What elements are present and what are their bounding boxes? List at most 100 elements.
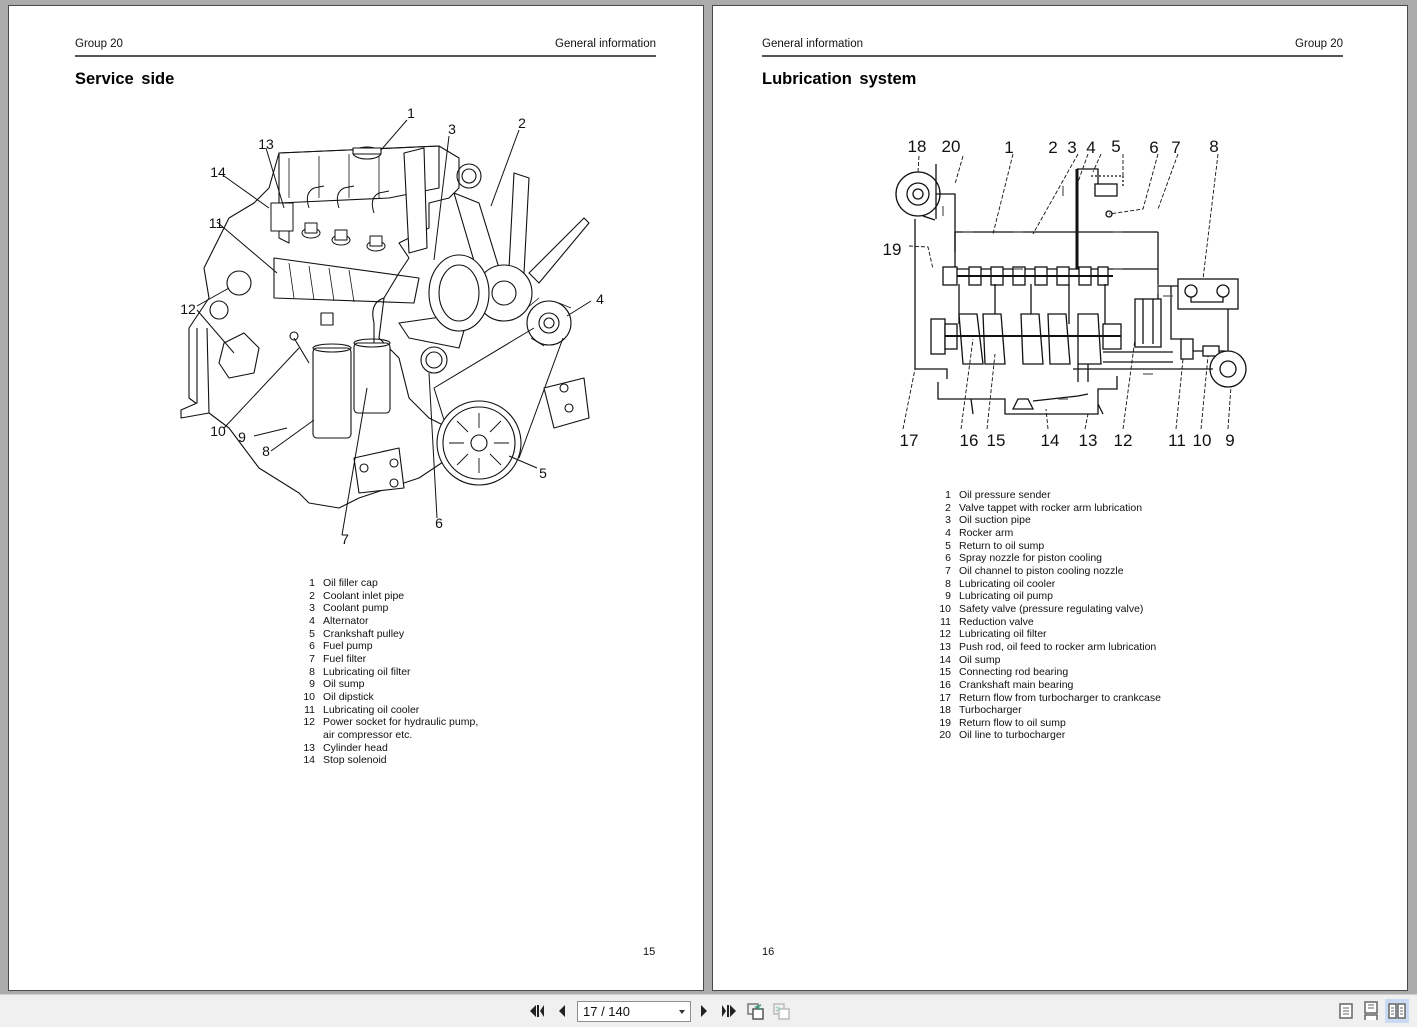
page-indicator: 17 / 140 [583, 1004, 630, 1019]
legend-text: Stop solenoid [323, 754, 387, 767]
legend-number: 13 [939, 640, 951, 653]
callout-6: 6 [1149, 138, 1158, 157]
legend-item: 16 Crankshaft main bearing [935, 679, 1161, 692]
next-view-button[interactable] [772, 1001, 792, 1021]
callout-20: 20 [942, 137, 961, 156]
callout-12: 12 [1114, 431, 1133, 450]
legend-number: 11 [940, 615, 951, 628]
legend-text: Crankshaft main bearing [959, 678, 1074, 691]
legend-item: 6 Spray nozzle for piston cooling [935, 552, 1161, 565]
next-page-button[interactable] [694, 1001, 714, 1021]
legend-text: Return flow to oil sump [959, 716, 1066, 729]
legend-text: Spray nozzle for piston cooling [959, 552, 1102, 565]
legend-number: 7 [309, 652, 315, 665]
callout-2: 2 [1048, 138, 1057, 157]
two-page-view-icon [1388, 1003, 1406, 1019]
legend-text: Rocker arm [959, 526, 1014, 539]
legend-number: 2 [945, 501, 951, 514]
legend-text: Lubricating oil filter [323, 665, 411, 678]
first-page-icon [530, 1005, 544, 1017]
legend-item: air compressor etc. [299, 729, 478, 742]
callout-4: 4 [596, 291, 604, 307]
legend-number: 5 [945, 539, 951, 552]
legend-number: 1 [309, 577, 315, 589]
legend-number: 17 [939, 691, 951, 704]
legend-item: 11 Reduction valve [935, 616, 1161, 629]
callout-8: 8 [262, 443, 270, 459]
page-15: Group 20 General information Service sid… [8, 5, 704, 991]
callout-7: 7 [1171, 138, 1180, 157]
previous-page-button[interactable] [552, 1001, 572, 1021]
continuous-view-button[interactable] [1359, 999, 1383, 1023]
legend-number: 12 [303, 716, 315, 729]
chevron-down-icon[interactable] [679, 1010, 685, 1014]
legend-text: Oil pressure sender [959, 489, 1051, 501]
section-title: Service side [75, 70, 175, 88]
legend-number: 6 [945, 552, 951, 565]
single-page-view-icon [1339, 1003, 1353, 1019]
legend-text: Reduction valve [959, 615, 1034, 628]
legend-text: Fuel filter [323, 652, 367, 665]
legend-text: Lubricating oil filter [959, 628, 1047, 641]
first-page-button[interactable] [527, 1001, 547, 1021]
legend-number: 3 [309, 602, 315, 615]
legend-number: 6 [309, 640, 315, 653]
legend-item: 13 Cylinder head [299, 742, 478, 755]
callout-7: 7 [341, 531, 349, 547]
running-header: General information Group 20 [762, 38, 1343, 57]
page-16: General information Group 20 Lubrication… [712, 5, 1408, 991]
single-page-view-button[interactable] [1334, 999, 1358, 1023]
previous-view-icon [747, 1003, 764, 1020]
legend-number: 15 [939, 666, 951, 679]
legend-number: 14 [303, 754, 315, 767]
legend-text: Safety valve (pressure regulating valve) [959, 602, 1144, 615]
header-group: Group 20 [75, 38, 123, 50]
legend-number: 14 [939, 653, 951, 666]
legend-text: Cylinder head [323, 741, 388, 754]
legend-text: Coolant inlet pipe [323, 589, 405, 602]
legend-item: 7 Fuel filter [299, 653, 478, 666]
last-page-button[interactable] [719, 1001, 739, 1021]
legend-number: 13 [303, 741, 315, 754]
legend-number: 18 [939, 704, 951, 717]
last-page-icon [722, 1005, 736, 1017]
callout-10: 10 [1193, 431, 1212, 450]
legend-item: 19 Return flow to oil sump [935, 717, 1161, 730]
callout-14: 14 [1041, 431, 1060, 450]
previous-view-button[interactable] [746, 1001, 766, 1021]
document-viewport[interactable]: Group 20 General information Service sid… [0, 0, 1417, 994]
callout-10: 10 [210, 423, 226, 439]
callout-5: 5 [539, 465, 547, 481]
legend-number: 7 [945, 564, 951, 577]
legend-text: Crankshaft pulley [323, 627, 405, 640]
page-number-input[interactable]: 17 / 140 [577, 1001, 691, 1022]
header-group: Group 20 [1295, 38, 1343, 50]
legend-number [299, 729, 315, 742]
legend-number: 3 [945, 514, 951, 527]
callout-8: 8 [1209, 137, 1218, 156]
legend-number: 16 [939, 678, 951, 691]
two-page-view-button[interactable] [1385, 999, 1409, 1023]
legend-number: 12 [939, 628, 951, 641]
callout-3: 3 [1067, 138, 1076, 157]
next-view-icon [773, 1003, 790, 1020]
callout-16: 16 [960, 431, 979, 450]
legend-number: 19 [939, 716, 951, 729]
callout-6: 6 [435, 515, 443, 531]
engine-service-side-figure: 1 2 3 4 5 6 7 8 9 10 11 12 13 14 [180, 105, 604, 547]
